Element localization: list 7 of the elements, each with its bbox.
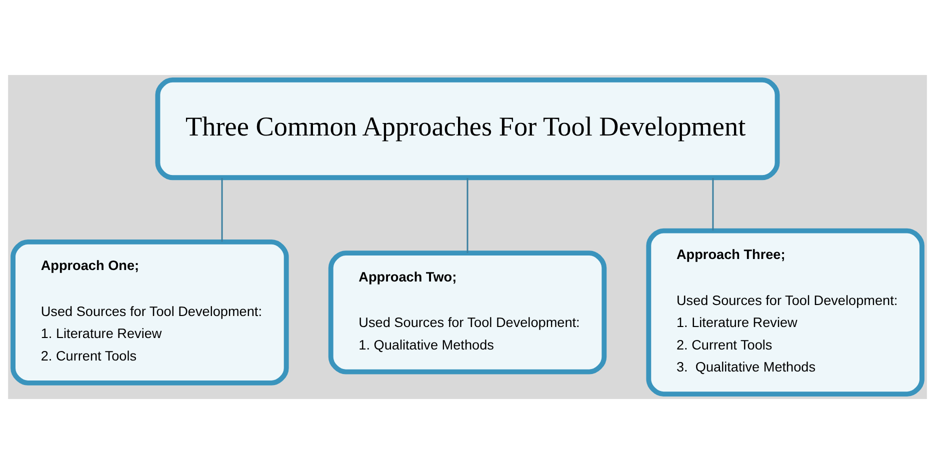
node-box: Approach Three; Used Sources for Tool Development: 1. Literature Review 2. Current Tools 3. Qualitative Methods [646, 228, 924, 397]
node-box: Approach One; Used Sources for Tool Development: 1. Literature Review 2. Current Tools [10, 239, 289, 386]
node-box: Approach Two; Used Sources for Tool Development: 1. Qualitative Methods [328, 250, 607, 374]
connector [466, 178, 468, 253]
node-box: Three Common Approaches For Tool Development [155, 77, 780, 180]
connector [221, 178, 223, 242]
connector [712, 178, 714, 230]
